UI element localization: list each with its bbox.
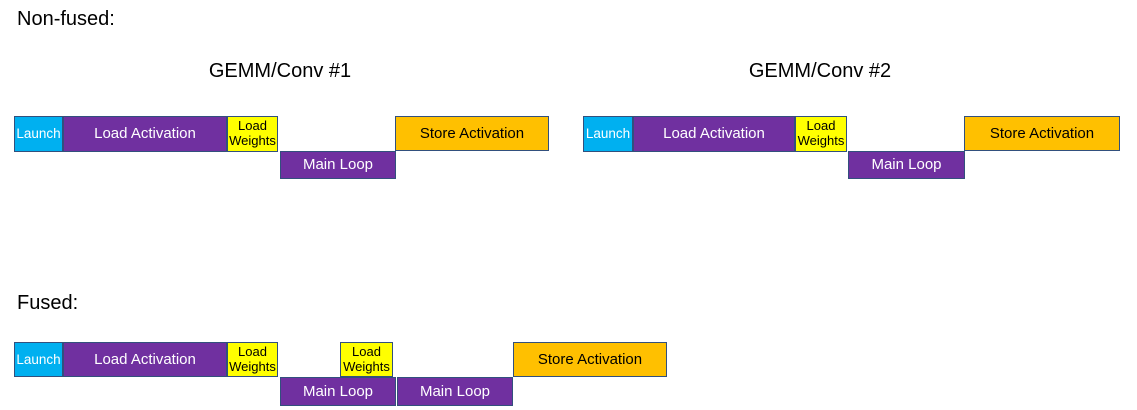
load-weights-block: Load Weights bbox=[227, 342, 278, 377]
gemm-conv-2-title: GEMM/Conv #2 bbox=[748, 60, 892, 82]
load-weights-block: Load Weights bbox=[227, 116, 278, 152]
main-loop-block: Main Loop bbox=[397, 377, 513, 406]
main-loop-block: Main Loop bbox=[848, 151, 965, 179]
launch-block: Launch bbox=[14, 116, 63, 152]
load-activation-block: Load Activation bbox=[63, 342, 227, 377]
gemm-conv-1-title: GEMM/Conv #1 bbox=[208, 60, 352, 82]
fused-section-title: Fused: bbox=[17, 292, 79, 314]
store-activation-block: Store Activation bbox=[964, 116, 1120, 151]
store-activation-block: Store Activation bbox=[395, 116, 549, 151]
load-weights-block: Load Weights bbox=[795, 116, 847, 152]
launch-block: Launch bbox=[14, 342, 63, 377]
load-activation-block: Load Activation bbox=[63, 116, 227, 152]
main-loop-block: Main Loop bbox=[280, 377, 396, 406]
load-weights-block: Load Weights bbox=[340, 342, 393, 377]
load-activation-block: Load Activation bbox=[633, 116, 795, 152]
launch-block: Launch bbox=[583, 116, 633, 152]
main-loop-block: Main Loop bbox=[280, 151, 396, 179]
store-activation-block: Store Activation bbox=[513, 342, 667, 377]
non-fused-section-title: Non-fused: bbox=[17, 8, 115, 30]
